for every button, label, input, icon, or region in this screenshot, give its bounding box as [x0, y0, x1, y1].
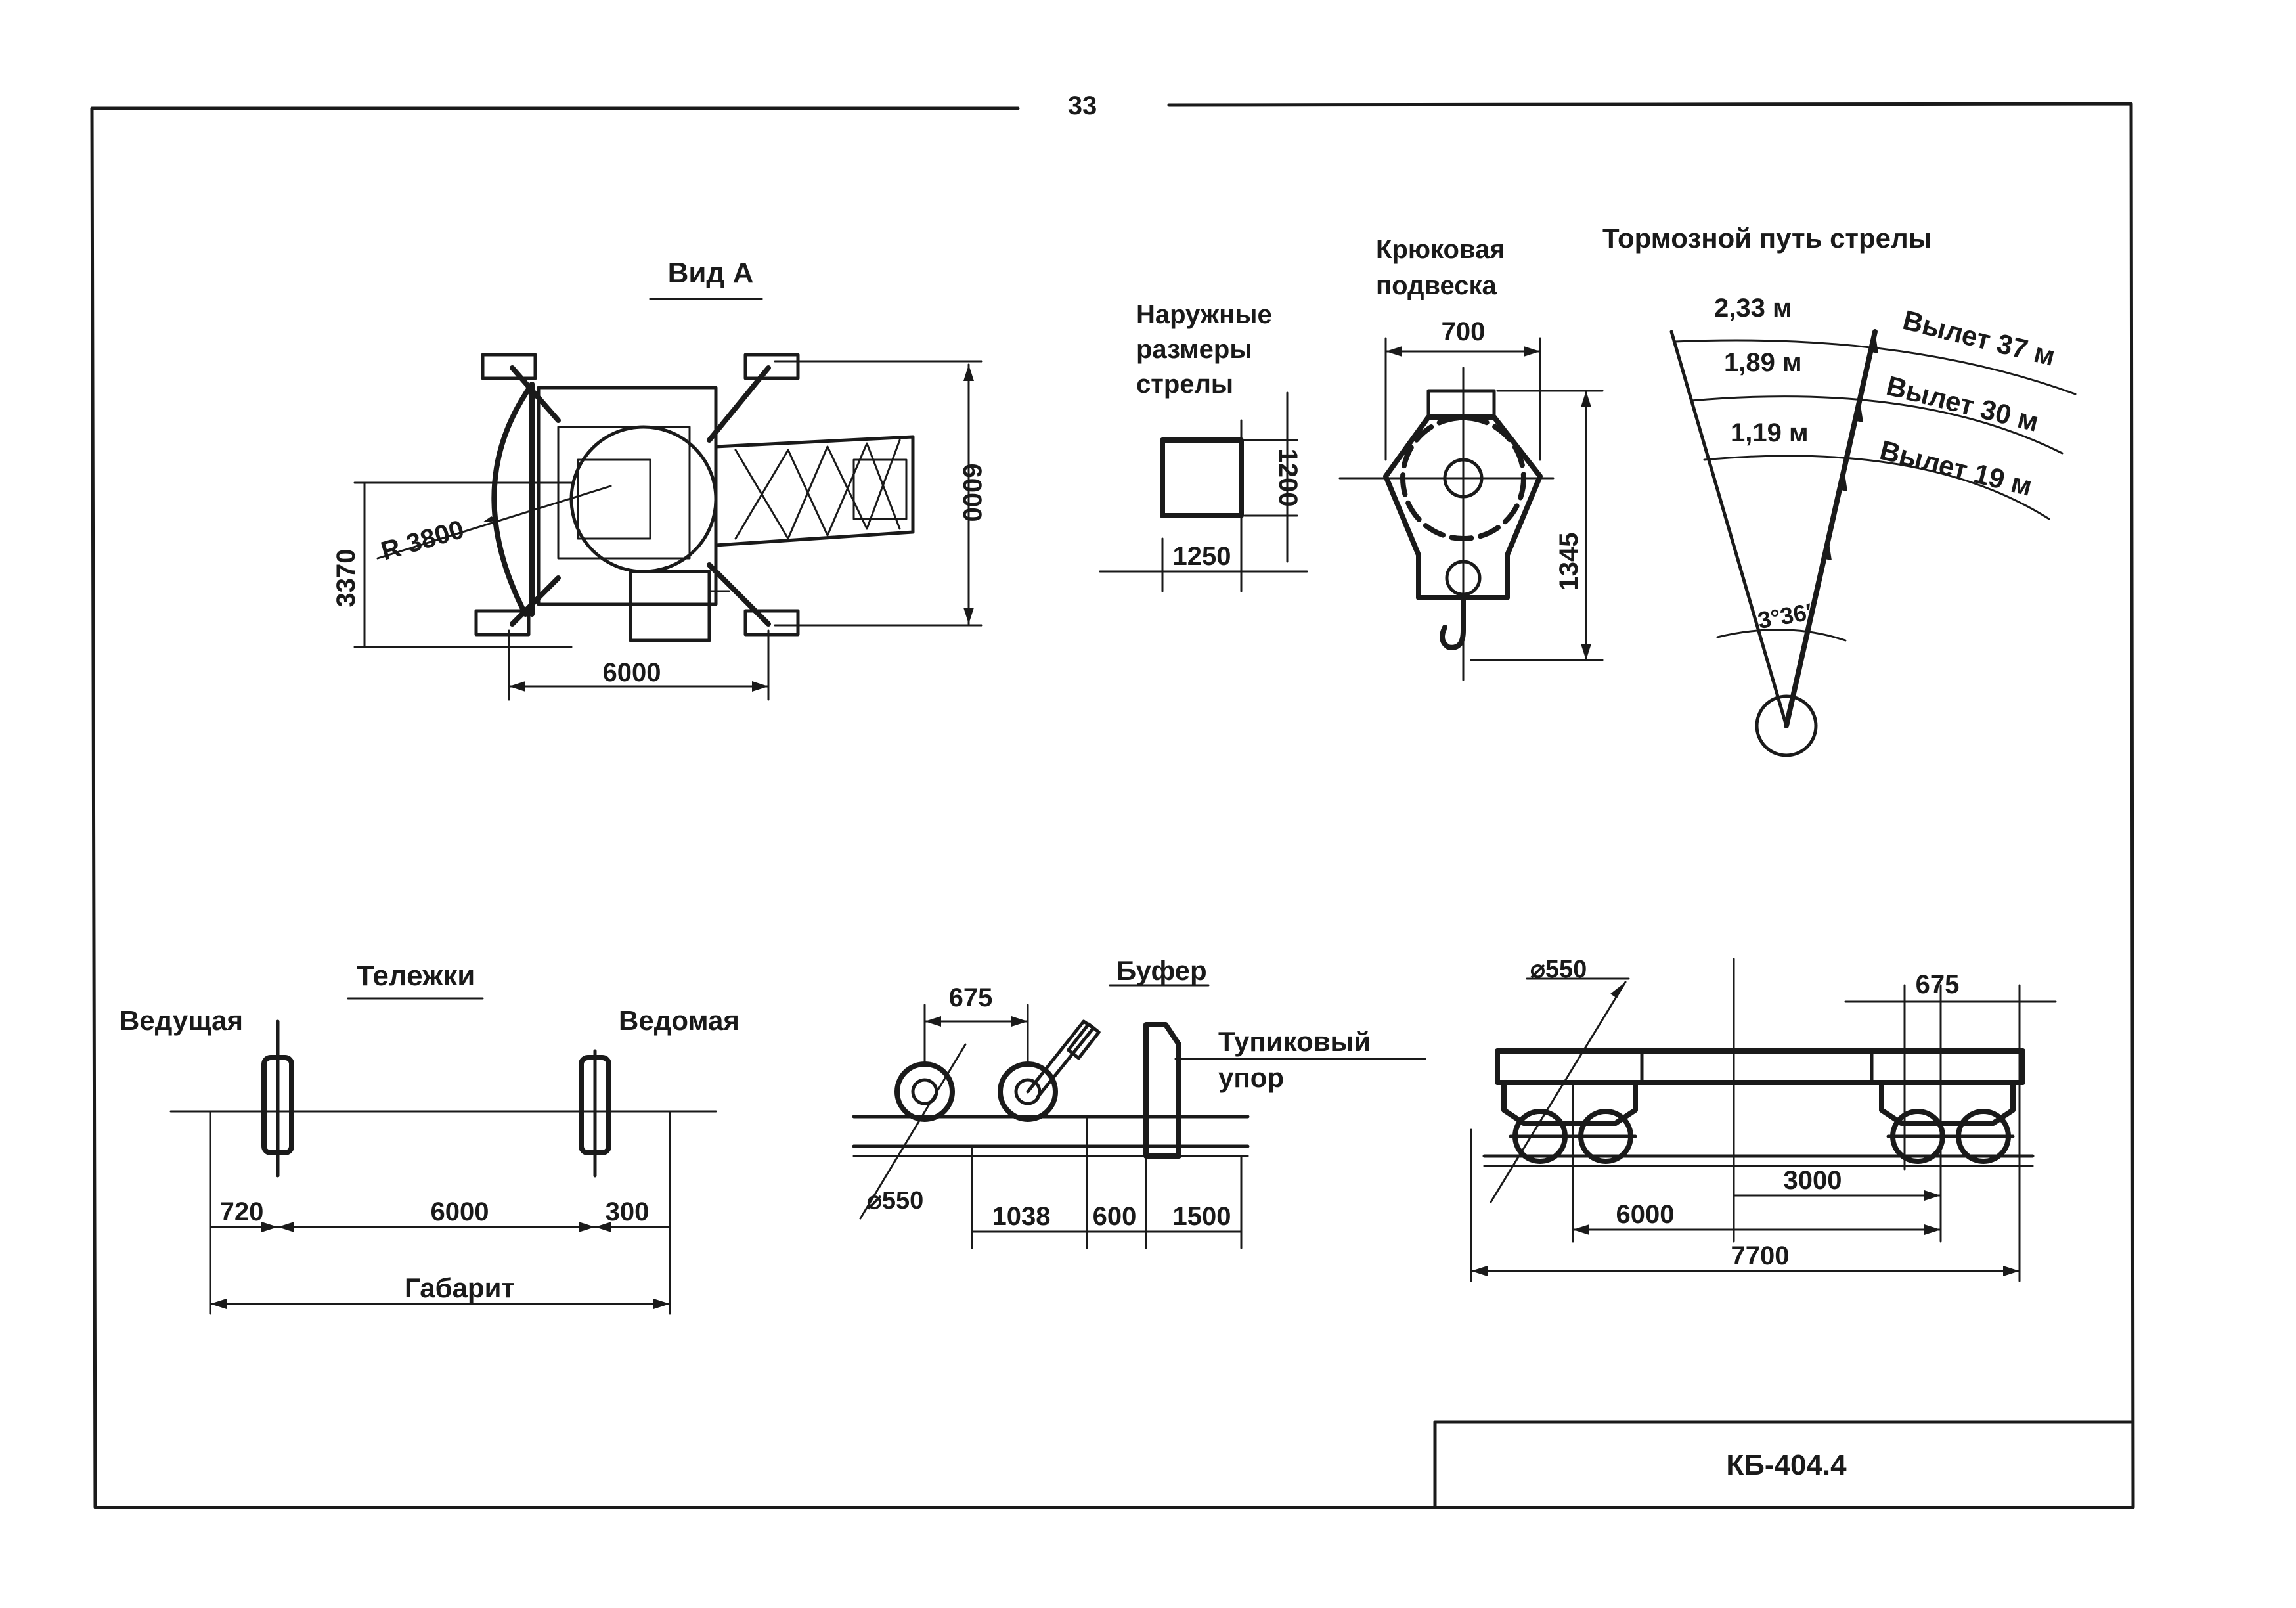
- page-number: 33: [1068, 91, 1097, 120]
- bogie-driven-label: Ведомая: [619, 1005, 740, 1036]
- brake-distance-2: 1,89 м: [1724, 348, 1802, 377]
- bogies-dim-720: 720: [220, 1197, 264, 1226]
- track-dim-3000: 3000: [1784, 1166, 1842, 1195]
- buffer-dim-675: 675: [949, 983, 993, 1012]
- track-dim-6000: 6000: [1616, 1200, 1675, 1229]
- bogie-wheel-driven: [579, 1049, 611, 1178]
- bogie-wheel-driving: [261, 1019, 294, 1178]
- view-a: Вид А: [332, 257, 986, 701]
- bogies-diagram: Тележки Ведущая Ведомая 720 6000 300 Габ…: [120, 960, 740, 1315]
- buffer-dim-1500: 1500: [1173, 1202, 1231, 1231]
- hook-block-dim-width: 700: [1442, 317, 1486, 346]
- buffer-dim-1038: 1038: [992, 1202, 1051, 1231]
- track-side-view: ⌀550 675 3000 6000 7700: [1470, 956, 2057, 1282]
- track-dim-wheel-dia: ⌀550: [1530, 956, 1587, 983]
- bogies-dim-300: 300: [606, 1197, 650, 1226]
- drawing-code: КБ-404.4: [1726, 1449, 1847, 1481]
- hook-block-title-line1: Крюковая: [1376, 235, 1505, 264]
- hook-block: Крюковая подвеска 700 1345: [1338, 235, 1604, 681]
- boom-section-square: [1160, 437, 1244, 518]
- view-a-radius-label: R 3800: [378, 515, 467, 566]
- crane-portal-beam: [1495, 1048, 2025, 1085]
- reach-label-37: Вылет 37 м: [1900, 304, 2058, 372]
- view-a-dim-6000-vertical: 6000: [958, 464, 986, 522]
- view-a-title: Вид А: [668, 257, 754, 289]
- buffer-dim-wheel-dia: ⌀550: [867, 1187, 923, 1215]
- hook-shape: [1440, 595, 1466, 650]
- stop-label-line2: упор: [1218, 1062, 1284, 1093]
- sheet-frame: 33 КБ-404.4: [90, 91, 2135, 1509]
- crane-plan-outline: [474, 353, 915, 642]
- brake-angle-label: 3°36′: [1755, 598, 1814, 634]
- track-dim-675: 675: [1916, 970, 1960, 999]
- boom-outer-dim-width: 1250: [1173, 542, 1231, 571]
- view-a-dim-3370: 3370: [332, 549, 361, 608]
- bogies-dim-6000: 6000: [431, 1197, 489, 1226]
- boom-brake-path: Тормозной путь стрелы 2,33 м 1,89 м 1,19…: [1602, 223, 2077, 757]
- brake-distance-3: 1,19 м: [1731, 418, 1809, 447]
- stop-label-line1: Тупиковый: [1218, 1026, 1371, 1057]
- reach-label-19: Вылет 19 м: [1877, 434, 2035, 502]
- brake-path-title: Тормозной путь стрелы: [1602, 223, 1932, 254]
- boom-outer-title-line1: Наружные: [1136, 300, 1272, 329]
- boom-outer-dim-height: 1200: [1273, 449, 1302, 507]
- dead-end-stop: [1143, 1022, 1181, 1159]
- buffer-dim-600: 600: [1093, 1202, 1137, 1231]
- track-dim-7700: 7700: [1731, 1241, 1790, 1270]
- hook-block-dim-height: 1345: [1555, 533, 1583, 591]
- hook-block-title-line2: подвеска: [1376, 271, 1497, 300]
- boom-outer-title-line3: стрелы: [1136, 370, 1233, 399]
- bogie-driving-label: Ведущая: [120, 1005, 243, 1036]
- title-block: КБ-404.4: [1433, 1420, 2133, 1509]
- boom-outer-size: Наружные размеры стрелы 1250 1200: [1099, 300, 1308, 592]
- reach-label-30: Вылет 30 м: [1884, 370, 2042, 437]
- buffer-stop-diagram: Буфер Тупиковый упор 675 ⌀550: [852, 955, 1426, 1249]
- brake-distance-1: 2,33 м: [1714, 294, 1792, 323]
- buffer-label: Буфер: [1116, 955, 1207, 986]
- bogies-overall-label: Габарит: [405, 1272, 515, 1303]
- boom-outer-title-line2: размеры: [1136, 335, 1252, 364]
- bogies-title: Тележки: [357, 960, 475, 992]
- view-a-dim-6000-horizontal: 6000: [603, 658, 661, 687]
